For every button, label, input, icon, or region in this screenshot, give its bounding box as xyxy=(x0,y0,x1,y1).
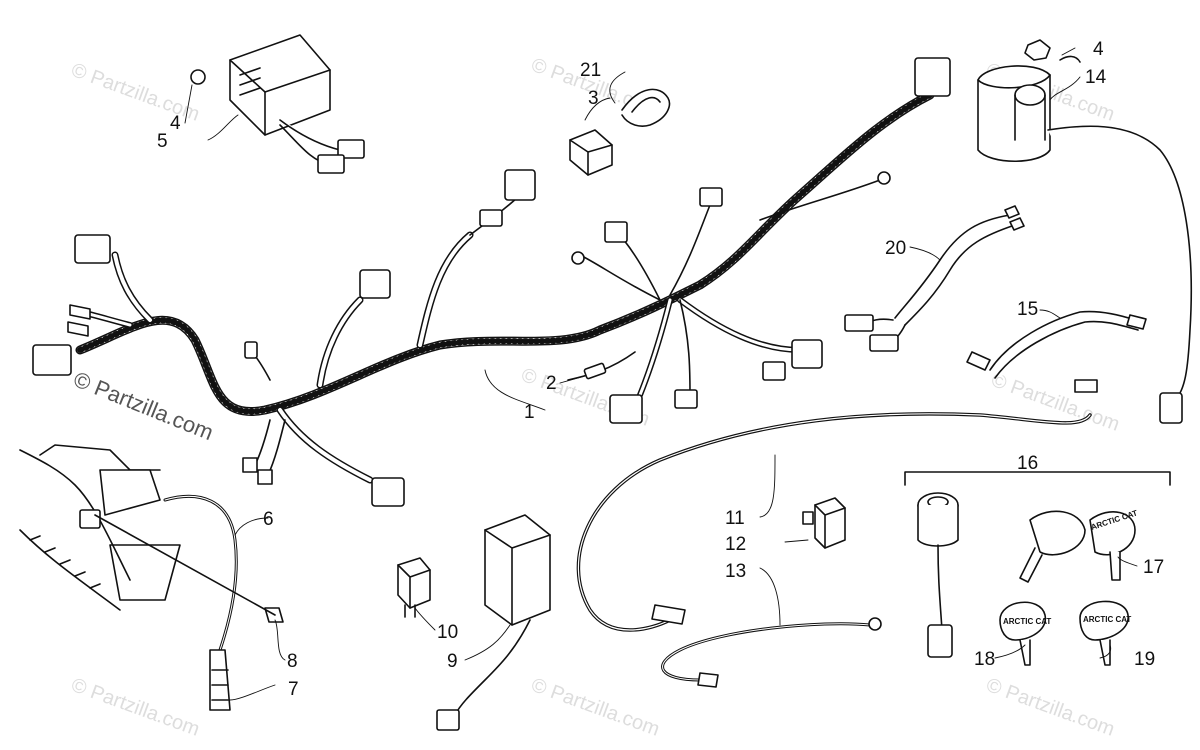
callout-17: 17 xyxy=(1143,557,1164,578)
callout-19: 19 xyxy=(1134,649,1155,670)
callout-labels: 1 2 3 4 4 5 6 7 8 9 10 11 12 13 14 15 16… xyxy=(157,39,1164,700)
watermark: © Partzilla.com xyxy=(983,674,1117,741)
small-relay xyxy=(802,497,846,549)
watermark-main: © Partzilla.com xyxy=(70,366,217,445)
key-brand-label: ARCTIC CAT xyxy=(1083,615,1131,624)
voltage-regulator xyxy=(190,34,365,174)
watermark: © Partzilla.com xyxy=(528,674,662,741)
key-switch-kit xyxy=(904,471,1171,666)
callout-16: 16 xyxy=(1017,453,1038,474)
ignition-coil xyxy=(977,39,1193,424)
callout-20: 20 xyxy=(885,238,906,259)
battery-cable xyxy=(661,617,882,688)
watermark: © Partzilla.com xyxy=(68,59,202,126)
callout-14: 14 xyxy=(1085,67,1107,88)
ground-lead xyxy=(966,310,1147,379)
main-wiring-harness xyxy=(75,74,935,484)
callout-3: 3 xyxy=(588,88,599,109)
callout-7: 7 xyxy=(288,679,299,700)
fuse-holder xyxy=(567,351,636,381)
callout-21: 21 xyxy=(580,60,601,81)
leader-lines xyxy=(184,47,1138,701)
sub-harness xyxy=(844,205,1025,352)
callout-1: 1 xyxy=(524,402,535,423)
watermark: © Partzilla.com xyxy=(68,674,202,741)
callout-15: 15 xyxy=(1017,299,1038,320)
callout-12: 12 xyxy=(725,534,746,555)
callout-13: 13 xyxy=(725,561,746,582)
harness-connectors xyxy=(32,57,951,507)
callout-4: 4 xyxy=(170,113,181,134)
callout-11: 11 xyxy=(725,508,745,529)
engine-section xyxy=(19,444,284,711)
callout-18: 18 xyxy=(974,649,995,670)
callout-6: 6 xyxy=(263,509,274,530)
long-cable xyxy=(576,379,1098,632)
relay-10 xyxy=(397,557,431,618)
cdi-module xyxy=(436,514,551,731)
callout-8: 8 xyxy=(287,651,298,672)
relay-and-clamp xyxy=(569,88,671,176)
key-brand-label: ARCTIC CAT xyxy=(1003,617,1051,626)
watermark: © Partzilla.com xyxy=(988,369,1122,436)
callout-9: 9 xyxy=(447,651,458,672)
callout-10: 10 xyxy=(437,622,458,643)
callout-4: 4 xyxy=(1093,39,1104,60)
callout-2: 2 xyxy=(546,373,557,394)
callout-5: 5 xyxy=(157,131,168,152)
